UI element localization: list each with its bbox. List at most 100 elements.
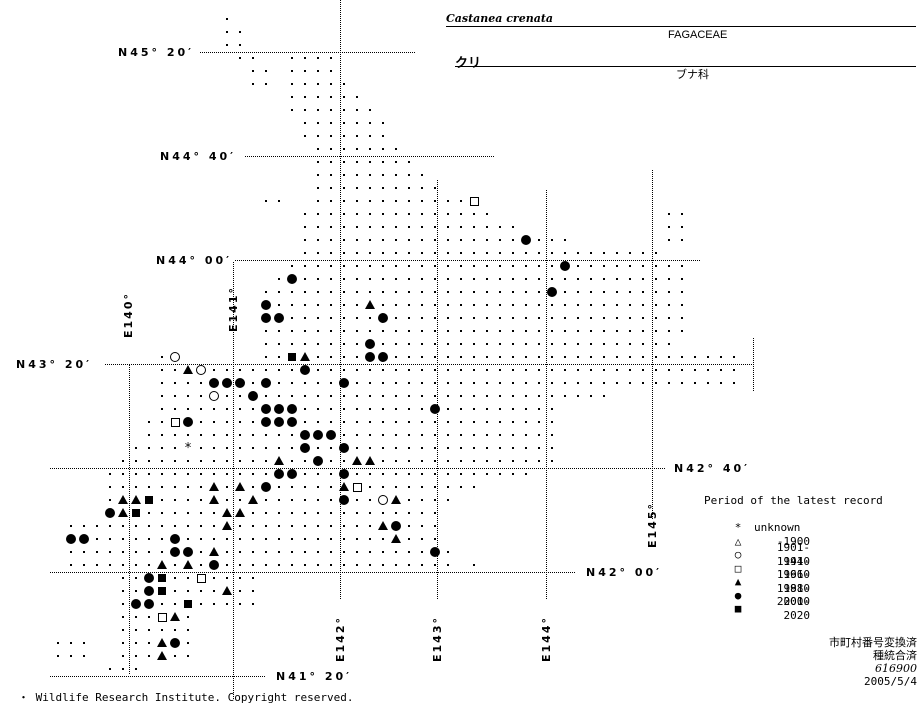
grid-dot: [551, 460, 553, 462]
grid-dot: [252, 551, 254, 553]
grid-dot: [265, 434, 267, 436]
open-square-marker: [158, 613, 167, 622]
grid-dot: [343, 564, 345, 566]
filled-circle-marker: [378, 352, 388, 362]
filled-circle-marker: [430, 404, 440, 414]
grid-dot: [343, 265, 345, 267]
grid-dot: [161, 460, 163, 462]
grid-dot: [473, 252, 475, 254]
grid-dot: [564, 395, 566, 397]
filled-triangle-marker: [183, 365, 193, 374]
grid-dot: [408, 213, 410, 215]
grid-dot: [369, 239, 371, 241]
filled-square-marker: [158, 574, 166, 582]
lon-label-143: E143°: [431, 616, 444, 662]
open-circle-marker: [209, 391, 219, 401]
filled-triangle-marker: [248, 495, 258, 504]
grid-dot: [317, 551, 319, 553]
grid-dot: [681, 239, 683, 241]
grid-dot: [460, 317, 462, 319]
grid-dot: [421, 187, 423, 189]
grid-dot: [369, 213, 371, 215]
grid-dot: [369, 538, 371, 540]
grid-dot: [317, 486, 319, 488]
grid-dot: [330, 551, 332, 553]
grid-dot: [460, 473, 462, 475]
grid-dot: [408, 382, 410, 384]
grid-dot: [486, 317, 488, 319]
grid-dot: [291, 564, 293, 566]
grid-dot: [590, 330, 592, 332]
grid-dot: [408, 187, 410, 189]
grid-dot: [200, 551, 202, 553]
grid-dot: [460, 382, 462, 384]
grid-dot: [590, 304, 592, 306]
grid-dot: [590, 382, 592, 384]
grid-dot: [122, 590, 124, 592]
grid-dot: [577, 343, 579, 345]
grid-dot: [265, 551, 267, 553]
grid-dot: [590, 265, 592, 267]
grid-dot: [226, 486, 228, 488]
grid-dot: [343, 174, 345, 176]
grid-dot: [317, 83, 319, 85]
legend-item-1981-2000: ●1981-2000: [730, 582, 810, 609]
grid-dot: [330, 109, 332, 111]
grid-dot: [291, 460, 293, 462]
grid-dot: [499, 304, 501, 306]
grid-dot: [135, 668, 137, 670]
filled-circle-marker: [391, 521, 401, 531]
grid-dot: [447, 486, 449, 488]
grid-dot: [278, 304, 280, 306]
grid-dot: [317, 200, 319, 202]
grid-dot: [369, 369, 371, 371]
grid-dot: [408, 473, 410, 475]
grid-dot: [434, 447, 436, 449]
grid-dot: [577, 356, 579, 358]
grid-dot: [356, 213, 358, 215]
grid-dot: [304, 135, 306, 137]
grid-dot: [486, 434, 488, 436]
grid-dot: [395, 148, 397, 150]
grid-dot: [304, 57, 306, 59]
grid-dot: [473, 460, 475, 462]
grid-dot: [304, 252, 306, 254]
grid-dot: [577, 252, 579, 254]
grid-dot: [122, 642, 124, 644]
grid-dot: [304, 408, 306, 410]
grid-dot: [317, 213, 319, 215]
grid-dot: [148, 434, 150, 436]
grid-dot: [434, 499, 436, 501]
grid-dot: [603, 252, 605, 254]
grid-dot: [668, 265, 670, 267]
filled-circle-marker: [313, 430, 323, 440]
grid-dot: [551, 239, 553, 241]
grid-dot: [304, 473, 306, 475]
grid-dot: [525, 447, 527, 449]
grid-dot: [317, 291, 319, 293]
grid-dot: [421, 200, 423, 202]
grid-dot: [421, 174, 423, 176]
grid-dot: [369, 148, 371, 150]
grid-dot: [226, 564, 228, 566]
grid-dot: [252, 70, 254, 72]
grid-dot: [369, 551, 371, 553]
grid-dot: [135, 629, 137, 631]
grid-dot: [525, 278, 527, 280]
grid-dot: [369, 200, 371, 202]
grid-dot: [642, 252, 644, 254]
grid-dot: [668, 213, 670, 215]
grid-dot: [395, 174, 397, 176]
filled-circle-marker: [144, 599, 154, 609]
grid-dot: [200, 460, 202, 462]
grid-dot: [551, 343, 553, 345]
grid-dot: [161, 356, 163, 358]
grid-dot: [239, 57, 241, 59]
grid-dot: [161, 395, 163, 397]
grid-dot: [382, 226, 384, 228]
grid-dot: [343, 317, 345, 319]
species-code: 616900: [875, 662, 917, 675]
grid-dot: [239, 460, 241, 462]
grid-dot: [161, 629, 163, 631]
grid-dot: [395, 408, 397, 410]
